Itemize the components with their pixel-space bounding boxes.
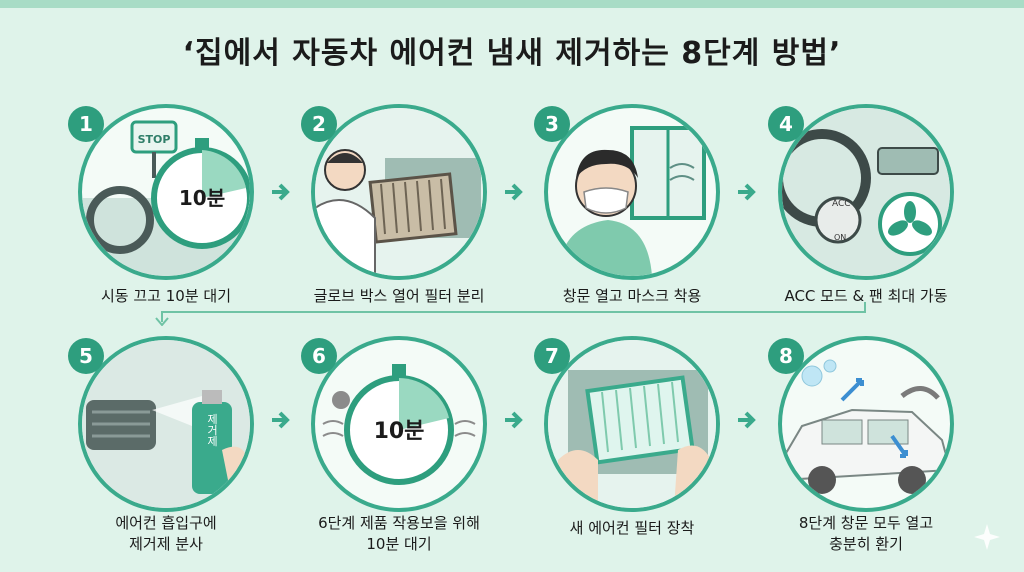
step-number-badge: 8 — [768, 338, 804, 374]
on-text: ON — [834, 233, 846, 242]
step-number-badge: 7 — [534, 338, 570, 374]
arrow-right-icon — [738, 411, 756, 429]
acc-text: ACC — [832, 199, 851, 209]
arrow-right-icon — [272, 411, 290, 429]
step-number-badge: 2 — [301, 106, 337, 142]
step-number-badge: 4 — [768, 106, 804, 142]
arrow-right-icon — [505, 183, 523, 201]
step-4-illustration: ACC ON — [778, 104, 954, 280]
arrow-right-icon — [738, 183, 756, 201]
step-label: 새 에어컨 필터 장착 — [569, 519, 695, 537]
top-accent-bar — [0, 0, 1024, 8]
step-2-illustration — [311, 104, 487, 280]
step-label: ACC 모드 & 팬 최대 가동 — [784, 287, 948, 305]
step-number-badge: 5 — [68, 338, 104, 374]
step-label-line2: 제거제 분사 — [129, 535, 203, 553]
arrow-right-icon — [272, 183, 290, 201]
step-label: 8단계 창문 모두 열고 충분히 환기 — [756, 513, 976, 555]
step-label: 글로브 박스 열어 필터 분리 — [313, 287, 485, 305]
step-number-badge: 3 — [534, 106, 570, 142]
timer-text: 10분 — [179, 186, 225, 210]
step-label: 창문 열고 마스크 착용 — [562, 287, 702, 305]
step-label-line2: 10분 대기 — [366, 535, 432, 553]
step-1-illustration: STOP 10분 — [78, 104, 254, 280]
step-6-illustration: 10분 — [311, 336, 487, 512]
step-label: 6단계 제품 작용보을 위해 10분 대기 — [289, 513, 509, 555]
step-label-line1: 6단계 제품 작용보을 위해 — [318, 514, 480, 532]
step-label: 에어컨 흡입구에 제거제 분사 — [56, 513, 276, 555]
stop-sign-text: STOP — [138, 133, 171, 146]
step-number-badge: 6 — [301, 338, 337, 374]
step-5-illustration: 제거제 — [78, 336, 254, 512]
timer-text: 10분 — [374, 419, 425, 444]
step-3-illustration — [544, 104, 720, 280]
step-7-illustration — [544, 336, 720, 512]
step-label-line1: 에어컨 흡입구에 — [115, 514, 217, 532]
page-title: ‘집에서 자동차 에어컨 냄새 제거하는 8단계 방법’ — [182, 36, 842, 71]
spray-can-text: 제거제 — [206, 413, 219, 446]
arrow-right-icon — [505, 411, 523, 429]
row-connector-arrow — [155, 302, 866, 326]
step-label-line1: 8단계 창문 모두 열고 — [798, 514, 934, 532]
step-label-line2: 충분히 환기 — [829, 535, 903, 553]
step-number-badge: 1 — [68, 106, 104, 142]
sparkle-icon — [974, 524, 1000, 550]
step-label: 시동 끄고 10분 대기 — [101, 287, 231, 305]
step-8-illustration — [778, 336, 954, 512]
